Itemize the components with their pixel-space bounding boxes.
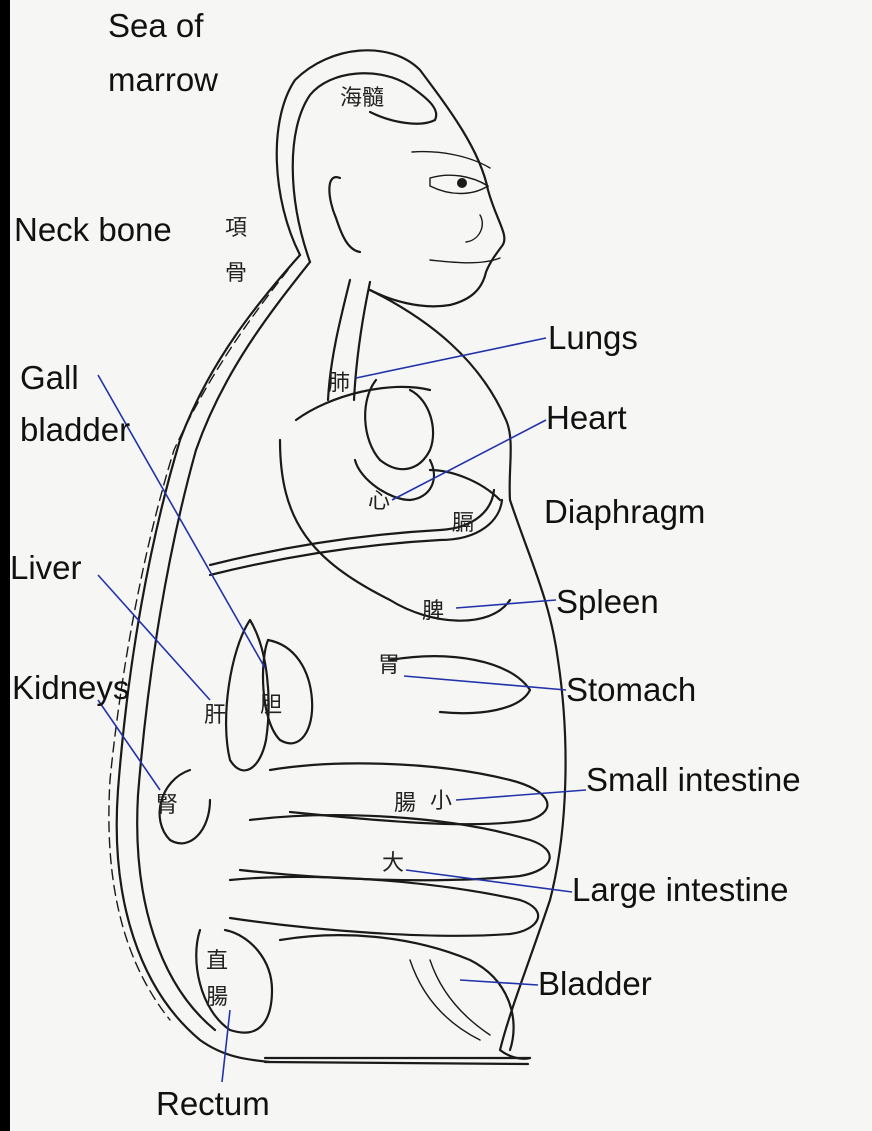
label-large-intestine: Large intestine [572, 872, 788, 908]
cjk-small-intestine-2: 小 [430, 789, 452, 814]
leader-lines [98, 338, 586, 1082]
leader-heart [392, 420, 546, 500]
torso-drawing [265, 280, 566, 1064]
leader-small-intestine [456, 790, 586, 800]
cjk-large-intestine: 大 [382, 851, 404, 876]
cjk-gall-bladder: 胆 [260, 693, 282, 718]
label-sea-of-marrow-1: Sea of [108, 8, 203, 44]
cjk-diaphragm: 膈 [452, 511, 474, 536]
cjk-heart: 心 [368, 489, 390, 514]
label-neck-bone: Neck bone [14, 212, 172, 248]
label-small-intestine: Small intestine [586, 762, 801, 798]
cjk-spleen: 脾 [422, 599, 444, 624]
head-drawing [277, 50, 505, 306]
label-liver: Liver [10, 550, 82, 586]
label-gall-bladder-1: Gall [20, 360, 79, 396]
cjk-rectum-2: 腸 [206, 985, 228, 1010]
diagram-canvas: 海髓 項 骨 肺 心 膈 脾 胃 肝 胆 腎 腸 小 大 直 腸 [10, 0, 872, 1131]
leader-stomach [404, 676, 566, 690]
label-kidneys: Kidneys [12, 670, 129, 706]
cjk-neck-bone-1: 項 [225, 216, 247, 241]
label-sea-of-marrow-2: marrow [108, 62, 218, 98]
cjk-rectum-1: 直 [206, 949, 228, 974]
cjk-stomach: 胃 [378, 653, 400, 678]
label-lungs: Lungs [548, 320, 638, 356]
leader-kidneys [98, 700, 160, 790]
leader-rectum [222, 1010, 230, 1082]
label-heart: Heart [546, 400, 627, 436]
label-diaphragm: Diaphragm [544, 494, 705, 530]
label-bladder: Bladder [538, 966, 652, 1002]
cjk-small-intestine-1: 腸 [394, 791, 416, 816]
anatomy-illustration: 海髓 項 骨 肺 心 膈 脾 胃 肝 胆 腎 腸 小 大 直 腸 [10, 0, 872, 1131]
leader-spleen [456, 600, 556, 608]
label-spleen: Spleen [556, 584, 659, 620]
cjk-sea-of-marrow: 海髓 [340, 86, 384, 111]
label-stomach: Stomach [566, 672, 696, 708]
label-gall-bladder-2: bladder [20, 412, 130, 448]
cjk-lungs: 肺 [328, 371, 350, 396]
cjk-neck-bone-2: 骨 [225, 261, 247, 286]
cjk-liver: 肝 [204, 703, 226, 728]
label-rectum: Rectum [156, 1086, 270, 1122]
cjk-kidneys: 腎 [156, 793, 178, 818]
